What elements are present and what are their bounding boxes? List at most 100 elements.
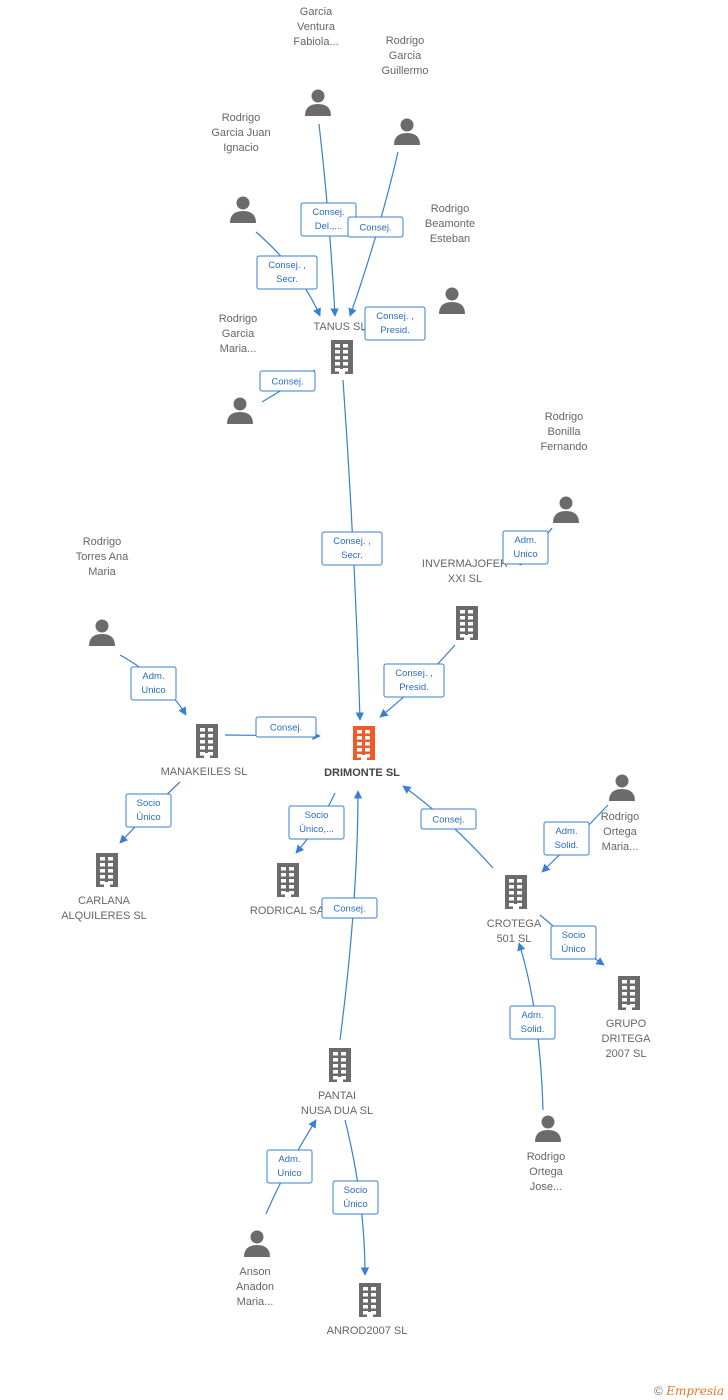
node-label-carlana: ALQUILERES SL: [61, 910, 147, 922]
person-icon[interactable]: [89, 619, 115, 647]
node-label-rodrigo_juan: Rodrigo: [222, 112, 261, 124]
relation-text: Consej. ,: [395, 668, 433, 679]
node-label-rodrigo_guillermo: Garcia: [389, 50, 422, 62]
person-icon[interactable]: [230, 196, 256, 224]
copyright-icon: ©: [654, 1384, 663, 1398]
building-icon[interactable]: [96, 853, 118, 887]
node-label-rodrigo_bonilla: Fernando: [540, 441, 587, 453]
relation-label-r18[interactable]: Adm.Unico: [266, 1149, 313, 1184]
relation-text: Solid.: [521, 1024, 545, 1035]
relation-label-r7[interactable]: Adm.Unico: [502, 530, 549, 565]
person-icon[interactable]: [439, 287, 465, 315]
relation-text: Adm.: [142, 671, 164, 682]
node-label-grupo_dritega: GRUPO: [606, 1018, 647, 1030]
node-label-rodrigo_torres: Maria: [88, 566, 116, 578]
node-label-rodrigo_maria: Rodrigo: [219, 313, 258, 325]
node-label-invermajofer: INVERMAJOFER: [422, 558, 508, 570]
brand-logo[interactable]: Empresia: [666, 1384, 724, 1398]
node-label-manakeiles: MANAKEILES SL: [161, 766, 248, 778]
relation-label-r5[interactable]: Consej.: [259, 370, 316, 392]
node-label-pantai: NUSA DUA SL: [301, 1105, 373, 1117]
node-label-rodrigo_torres: Torres Ana: [76, 551, 129, 563]
relation-text: Único: [136, 812, 160, 823]
relation-text: Secr.: [276, 274, 298, 285]
relation-text: Adm.: [514, 535, 536, 546]
relation-label-r15[interactable]: Adm.Solid.: [543, 821, 590, 856]
node-label-anson: Anson: [239, 1266, 270, 1278]
relation-label-r3[interactable]: Consej. , Secr.: [256, 255, 318, 290]
node-label-crotega: 501 SL: [497, 933, 532, 945]
building-icon[interactable]: [329, 1048, 351, 1082]
relation-text: Consej.: [333, 904, 365, 915]
node-label-drimonte: DRIMONTE SL: [324, 767, 400, 779]
nodes-layer: GarciaVenturaFabiola...RodrigoGarciaGuil…: [61, 6, 651, 1337]
relation-text: Adm.: [278, 1154, 300, 1165]
node-label-rodrigo_ortega_maria: Rodrigo: [601, 811, 640, 823]
relation-text: Único: [343, 1199, 367, 1210]
relation-label-r2[interactable]: Consej.: [347, 216, 404, 238]
relation-label-r8[interactable]: Consej. ,Presid.: [383, 663, 445, 698]
node-label-rodrigo_beamonte: Esteban: [430, 233, 470, 245]
relation-label-r17[interactable]: Adm. Solid.: [509, 1005, 556, 1040]
relation-text: Consej. ,: [333, 536, 371, 547]
person-icon[interactable]: [305, 89, 331, 117]
relation-label-r12[interactable]: SocioÚnico,...: [288, 805, 345, 840]
node-label-invermajofer: XXI SL: [448, 573, 482, 585]
node-label-anrod: ANROD2007 SL: [327, 1325, 408, 1337]
building-icon[interactable]: [505, 875, 527, 909]
node-label-rodrigo_maria: Maria...: [220, 343, 257, 355]
relation-text: Presid.: [380, 325, 410, 336]
building-icon[interactable]: [456, 606, 478, 640]
person-icon[interactable]: [227, 397, 253, 425]
relation-text: Socio: [562, 930, 586, 941]
node-label-rodrigo_ortega_maria: Maria...: [602, 841, 639, 853]
node-label-tanus: TANUS SL: [314, 321, 367, 333]
person-icon[interactable]: [553, 496, 579, 524]
relation-text: Socio: [137, 798, 161, 809]
relation-text: Socio: [344, 1185, 368, 1196]
relation-label-r9[interactable]: Adm. Unico: [130, 666, 177, 701]
building-icon[interactable]: [277, 863, 299, 897]
node-label-rodrigo_guillermo: Guillermo: [381, 65, 428, 77]
relation-text: Adm.: [555, 826, 577, 837]
node-label-rodrigo_beamonte: Beamonte: [425, 218, 475, 230]
relation-text: Adm.: [521, 1010, 543, 1021]
building-icon[interactable]: [618, 976, 640, 1010]
person-icon[interactable]: [535, 1115, 561, 1143]
person-icon[interactable]: [609, 774, 635, 802]
relation-label-r6[interactable]: Consej. ,Secr.: [321, 531, 383, 566]
node-label-carlana: CARLANA: [78, 895, 131, 907]
person-icon[interactable]: [394, 118, 420, 146]
relation-text: Único: [561, 944, 585, 955]
node-label-rodrigo_torres: Rodrigo: [83, 536, 122, 548]
node-label-pantai: PANTAI: [318, 1090, 356, 1102]
relation-label-r14[interactable]: Consej.: [420, 808, 477, 830]
relation-label-r10[interactable]: Consej.: [255, 716, 317, 738]
relation-label-r4[interactable]: Consej. , Presid.: [364, 306, 426, 341]
node-label-grupo_dritega: DRITEGA: [602, 1033, 652, 1045]
building-icon[interactable]: [353, 726, 375, 760]
node-label-rodrigo_juan: Garcia Juan: [211, 127, 270, 139]
person-icon[interactable]: [244, 1230, 270, 1258]
edges-layer: [119, 123, 609, 1276]
relation-text: Consej. ,: [376, 311, 414, 322]
node-label-rodrigo_ortega_jose: Rodrigo: [527, 1151, 566, 1163]
node-label-rodrigo_bonilla: Rodrigo: [545, 411, 584, 423]
building-icon[interactable]: [196, 724, 218, 758]
relation-label-r13[interactable]: Consej.: [321, 897, 378, 919]
building-icon[interactable]: [359, 1283, 381, 1317]
relation-text: Consej. ,: [268, 260, 306, 271]
node-label-crotega: CROTEGA: [487, 918, 542, 930]
relation-text: Consej.: [312, 207, 344, 218]
relation-text: Único,...: [299, 824, 334, 835]
relation-text: Unico: [141, 685, 165, 696]
footer: © Empresia: [654, 1384, 724, 1398]
node-label-rodrigo_guillermo: Rodrigo: [386, 35, 425, 47]
building-icon[interactable]: [331, 340, 353, 374]
relation-labels-layer: Consej.Del.,...Consej.Consej. ,Secr.Cons…: [125, 202, 597, 1215]
node-label-rodrigo_juan: Ignacio: [223, 142, 258, 154]
